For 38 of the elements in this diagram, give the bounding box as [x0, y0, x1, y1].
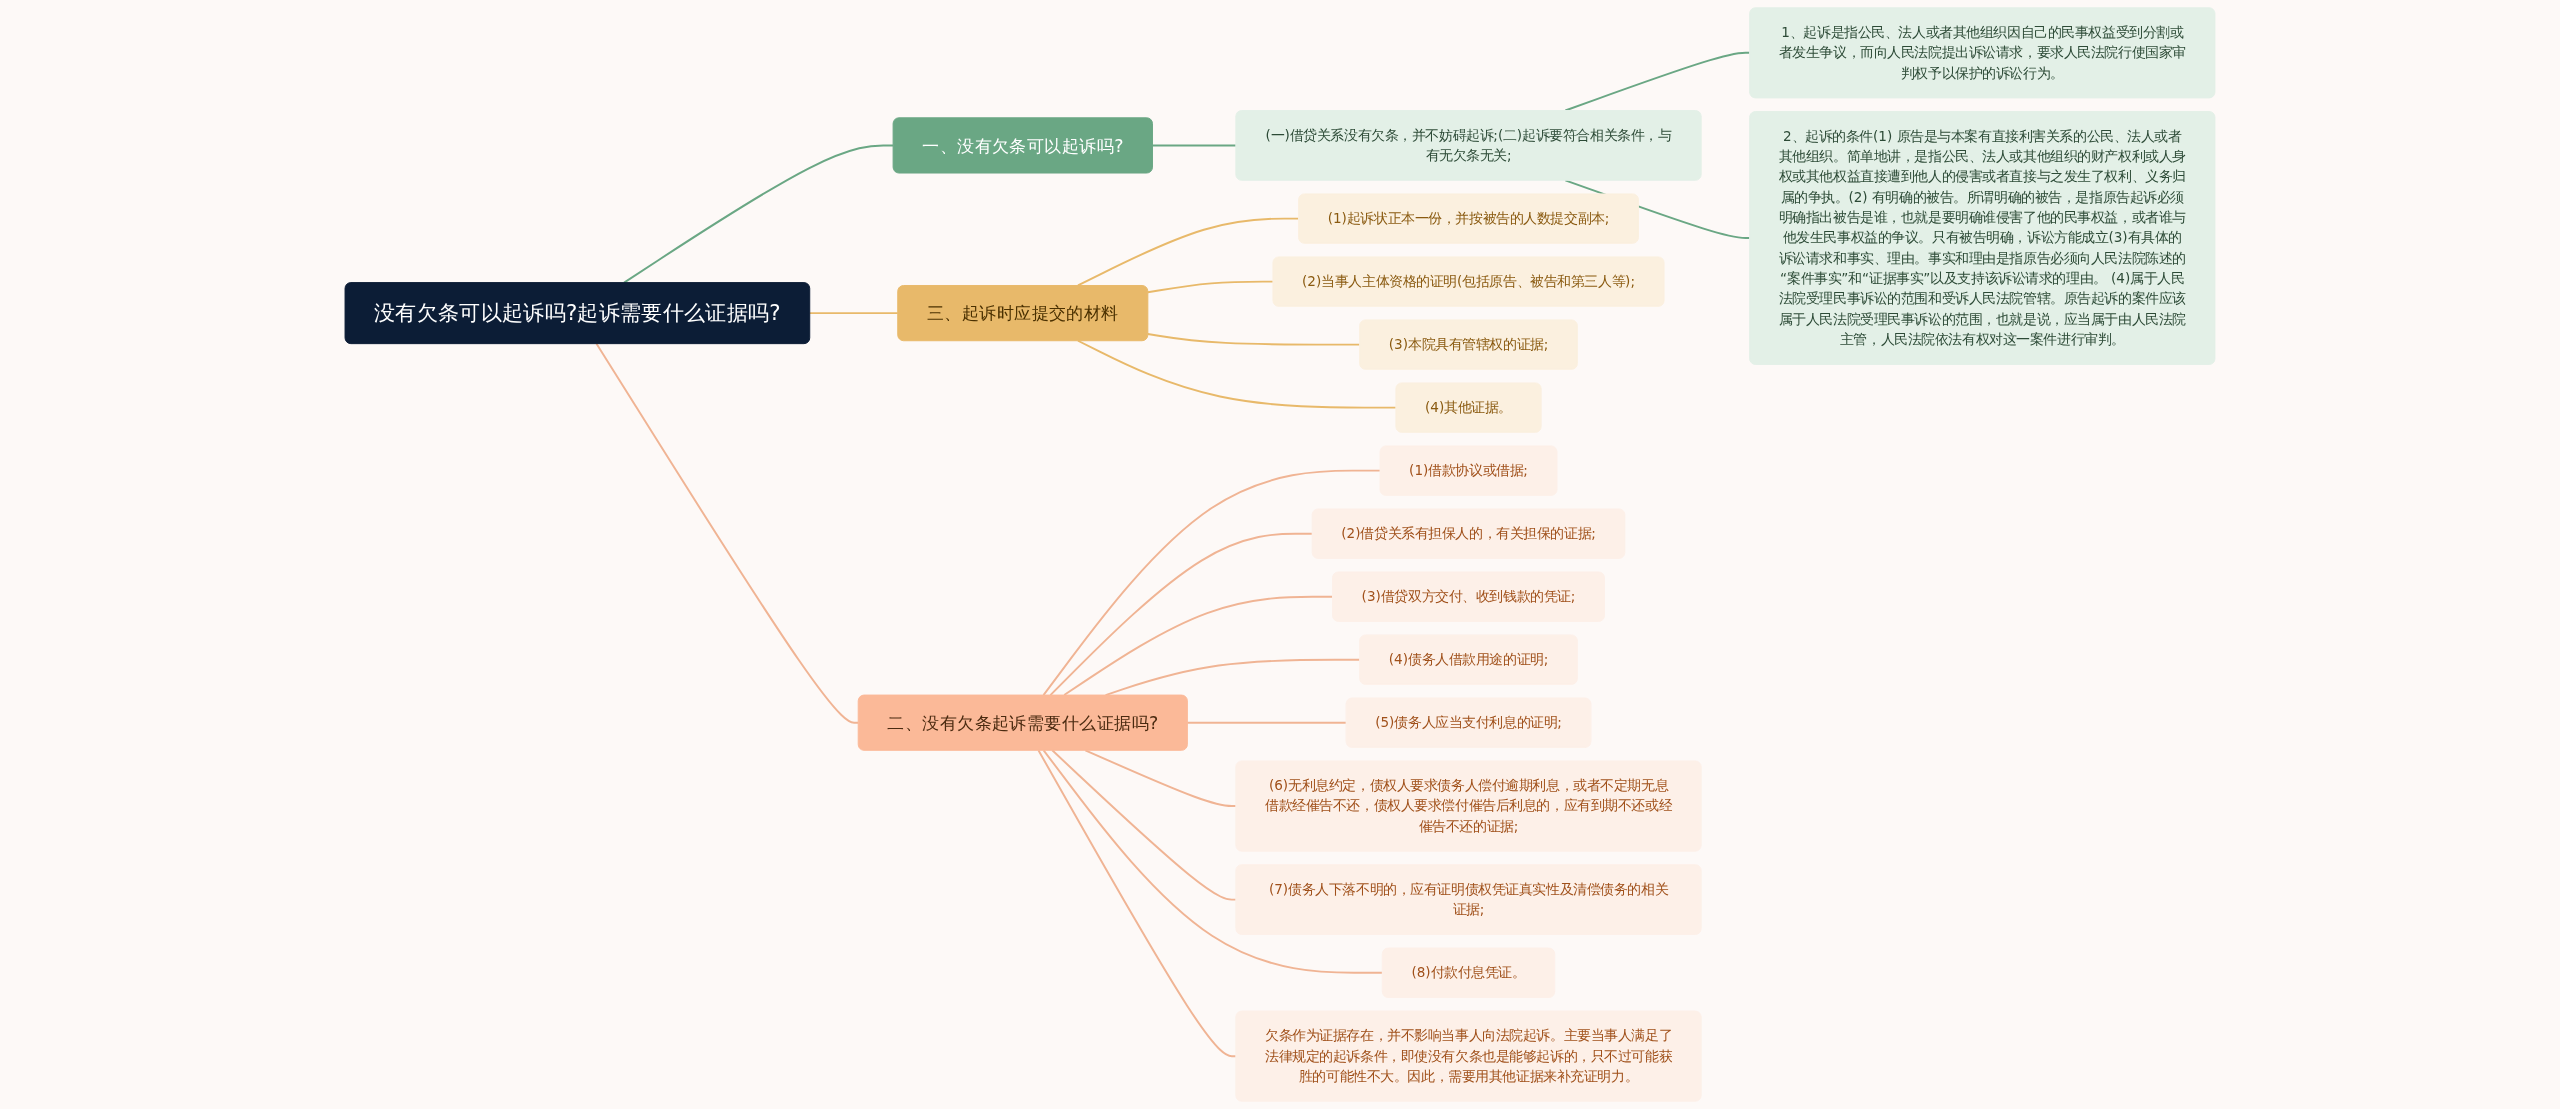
- node-box: (3)本院具有管辖权的证据;: [1359, 319, 1578, 370]
- node-box: (6)无利息约定，债权人要求债务人偿付逾期利息，或者不定期无息借款经催告不还，债权人要求偿付催告后利息的，应有到期不还或经催告不还的证据;: [1235, 760, 1702, 852]
- connector: [1146, 280, 1274, 294]
- connector: [1186, 721, 1348, 724]
- connector: [1042, 469, 1381, 697]
- connector: [808, 312, 899, 315]
- node-box: 1、起诉是指公民、法人或者其他组织因自己的民事权益受到分割或者发生争议，而向人民法院提出诉讼请求，要求人民法院行使国家审判权予以保护的诉讼行为。: [1749, 7, 2216, 99]
- connector: [1042, 749, 1384, 974]
- node-box: (5)债务人应当支付利息的证明;: [1345, 697, 1592, 748]
- connector: [1564, 51, 1751, 112]
- connector: [1084, 749, 1237, 808]
- connector: [1151, 144, 1237, 147]
- node-box: 欠条作为证据存在，并不影响当事人向法院起诉。主要当事人满足了法律规定的起诉条件，即使没有欠条也是能够起诉的，只不过可能获胜的可能性不大。因此，需要用其他证据来补充证明力。: [1235, 1010, 1702, 1102]
- node-box: (2)借贷关系有担保人的，有关担保的证据;: [1311, 508, 1626, 559]
- node-box: (一)借贷关系没有欠条，并不妨碍起诉;(二)起诉要符合相关条件，与有无欠条无关;: [1235, 110, 1702, 181]
- connector: [595, 342, 860, 724]
- connector: [1077, 339, 1397, 409]
- connector: [1049, 532, 1314, 697]
- node-box: (7)债务人下落不明的，应有证明债权凭证真实性及清偿债务的相关证据;: [1235, 864, 1702, 935]
- connector: [1077, 217, 1300, 287]
- node-box: 二、没有欠条起诉需要什么证据吗?: [857, 694, 1188, 751]
- node-box: 2、起诉的条件(1) 原告是与本案有直接利害关系的公民、法人或者其他组织。简单地讲，是指公民、法人或其他组织的财产权利或人身权或其他权益直接遭到他人的侵害或者直接与之发生了权利、义务归属的争执。(2) 有明确的被告。所谓明确的被告，是指原告起诉必须明确指出被告是谁，也就是要明确谁侵害了他的民事权益，或者谁与他发生民事权益的争议。只有被告明确，诉讼方能成立(3)有具体的诉讼请求和事实、理由。事实和理由是指原告必须向人民法院陈述的 “案件事实”和“证据事实”以及支持该诉讼请求的理由。 (4)属于人民法院受理民事诉讼的范围和受诉人民法院管辖。原告起诉的案件应该属于人民法院受理民事诉讼的范围，也就是说，应当属于由人民法院主管，人民法院依法有权对这一案件进行审判。: [1749, 111, 2216, 365]
- node-box: 一、没有欠条可以起诉吗?: [892, 117, 1153, 174]
- connector: [1037, 749, 1237, 1058]
- connector: [1146, 333, 1361, 346]
- node-box: 没有欠条可以起诉吗?起诉需要什么证据吗?: [344, 282, 811, 345]
- connector: [623, 144, 895, 284]
- node-box: (1)借款协议或借据;: [1379, 445, 1558, 496]
- node-box: 三、起诉时应提交的材料: [897, 285, 1149, 342]
- connector: [1063, 595, 1334, 697]
- node-box: (4)其他证据。: [1395, 382, 1542, 433]
- node-box: (2)当事人主体资格的证明(包括原告、被告和第三人等);: [1272, 256, 1665, 307]
- node-box: (4)债务人借款用途的证明;: [1359, 634, 1578, 685]
- node-box: (3)借贷双方交付、收到钱款的凭证;: [1332, 571, 1605, 622]
- connector: [1104, 658, 1361, 697]
- node-box: (1)起诉状正本一份，并按被告的人数提交副本;: [1298, 193, 1639, 244]
- node-box: (8)付款付息凭证。: [1381, 947, 1556, 998]
- connector: [1051, 749, 1237, 901]
